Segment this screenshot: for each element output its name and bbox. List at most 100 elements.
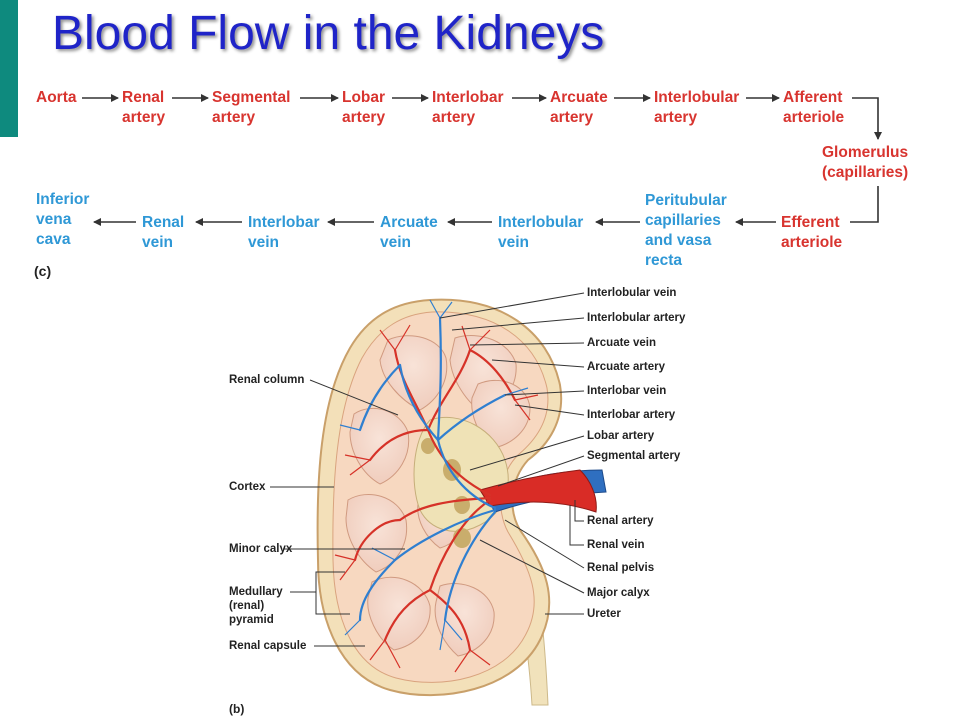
node-interlobar-artery: Interlobar artery xyxy=(432,88,503,128)
branch xyxy=(443,510,497,622)
branch xyxy=(426,428,492,497)
branch xyxy=(358,558,397,622)
label-segmental-artery: Segmental artery xyxy=(587,450,681,462)
node-interlobular-vein: Interlobular vein xyxy=(498,213,583,253)
node-line: artery xyxy=(432,109,476,126)
node-line: Aorta xyxy=(36,89,77,106)
label-ureter: Ureter xyxy=(587,608,621,620)
node-interlobular-artery: Interlobular artery xyxy=(654,88,739,128)
leader-line xyxy=(309,379,399,416)
node-line: arteriole xyxy=(781,234,843,251)
node-line: and vasa xyxy=(645,232,712,249)
arrow xyxy=(850,186,879,223)
leader-line xyxy=(469,435,585,471)
branch xyxy=(398,363,440,442)
node-line: recta xyxy=(645,252,683,269)
leader-lines-left xyxy=(270,379,405,647)
pyramid xyxy=(349,407,410,485)
label-lobar-artery: Lobar artery xyxy=(587,430,655,442)
leader-line xyxy=(451,317,585,331)
pyramid xyxy=(434,583,495,657)
label-line: Medullary xyxy=(229,586,283,598)
leader-line xyxy=(504,519,585,569)
label-major-calyx: Major calyx xyxy=(587,587,650,599)
label-minor-calyx: Minor calyx xyxy=(229,543,293,555)
label-renal-vein: Renal vein xyxy=(587,539,645,551)
node-line: artery xyxy=(342,109,386,126)
leader-line xyxy=(290,571,345,593)
flow-arrows xyxy=(82,94,882,226)
label-line: (renal) xyxy=(229,600,265,612)
node-line: Renal xyxy=(122,89,165,106)
label-arcuate-artery: Arcuate artery xyxy=(587,361,665,373)
node-glomerulus: Glomerulus (capillaries) xyxy=(822,143,908,183)
node-interlobar-vein: Interlobar vein xyxy=(248,213,319,253)
label-cortex: Cortex xyxy=(229,481,266,493)
leader-line xyxy=(504,390,585,396)
node-line: vena xyxy=(36,211,72,228)
leader-line xyxy=(315,592,350,615)
node-efferent-arteriole: Efferent arteriole xyxy=(781,213,842,253)
renal-artery-trunk xyxy=(479,469,597,513)
leader-line xyxy=(439,292,585,319)
branch xyxy=(426,348,472,432)
arterial-twigs xyxy=(334,324,539,673)
node-afferent-arteriole: Afferent arteriole xyxy=(783,88,844,128)
branch xyxy=(368,428,430,462)
node-line: Inferior xyxy=(36,191,90,208)
node-line: vein xyxy=(248,234,280,251)
node-line: (capillaries) xyxy=(822,164,909,181)
node-line: arteriole xyxy=(783,109,845,126)
label-medullary-pyramid: Medullary (renal) pyramid xyxy=(229,585,283,627)
venous-branches xyxy=(358,316,507,622)
node-arcuate-artery: Arcuate artery xyxy=(550,88,608,128)
node-line: Interlobular xyxy=(654,89,740,106)
node-lobar-artery: Lobar artery xyxy=(342,88,385,128)
node-line: Renal xyxy=(142,214,185,231)
node-line: Peritubular xyxy=(645,192,727,209)
calyx-shape xyxy=(421,438,435,454)
leader-lines-right xyxy=(439,292,585,615)
panel-label-b: (b) xyxy=(229,702,245,716)
node-line: artery xyxy=(122,109,166,126)
node-line: capillaries xyxy=(645,212,721,229)
node-inferior-vena-cava: Inferior vena cava xyxy=(36,190,89,250)
branch xyxy=(428,588,472,652)
branch xyxy=(436,393,507,442)
node-line: Arcuate xyxy=(550,89,608,106)
panel-label-c: (c) xyxy=(34,263,52,279)
pyramid xyxy=(345,494,408,573)
node-line: Interlobular xyxy=(498,214,584,231)
node-aorta: Aorta xyxy=(36,88,76,108)
twig xyxy=(334,324,539,673)
node-segmental-artery: Segmental artery xyxy=(212,88,290,128)
branch xyxy=(353,518,402,562)
node-line: Lobar xyxy=(342,89,386,106)
branch xyxy=(436,438,497,510)
node-line: Interlobar xyxy=(432,89,504,106)
branch xyxy=(383,588,432,642)
leader-line xyxy=(514,404,585,416)
pyramid xyxy=(471,379,531,449)
leader-line xyxy=(469,342,585,346)
node-line: vein xyxy=(142,234,174,251)
label-interlobar-artery: Interlobar artery xyxy=(587,409,676,421)
label-renal-pelvis: Renal pelvis xyxy=(587,562,655,574)
label-line: pyramid xyxy=(229,614,274,626)
node-line: artery xyxy=(212,109,256,126)
node-line: Segmental xyxy=(212,89,291,106)
branch xyxy=(358,363,402,432)
kidney-illustration xyxy=(270,292,607,706)
leader-line xyxy=(574,500,584,522)
venous-twigs xyxy=(339,299,529,651)
label-arcuate-vein: Arcuate vein xyxy=(587,337,657,349)
label-interlobular-artery: Interlobular artery xyxy=(587,312,686,324)
arterial-branches xyxy=(353,348,517,652)
label-interlobular-vein: Interlobular vein xyxy=(587,287,677,299)
node-line: Interlobar xyxy=(248,214,320,231)
node-line: Afferent xyxy=(783,89,843,106)
leader-line xyxy=(491,359,585,368)
node-line: Glomerulus xyxy=(822,144,909,161)
node-line: vein xyxy=(498,234,530,251)
